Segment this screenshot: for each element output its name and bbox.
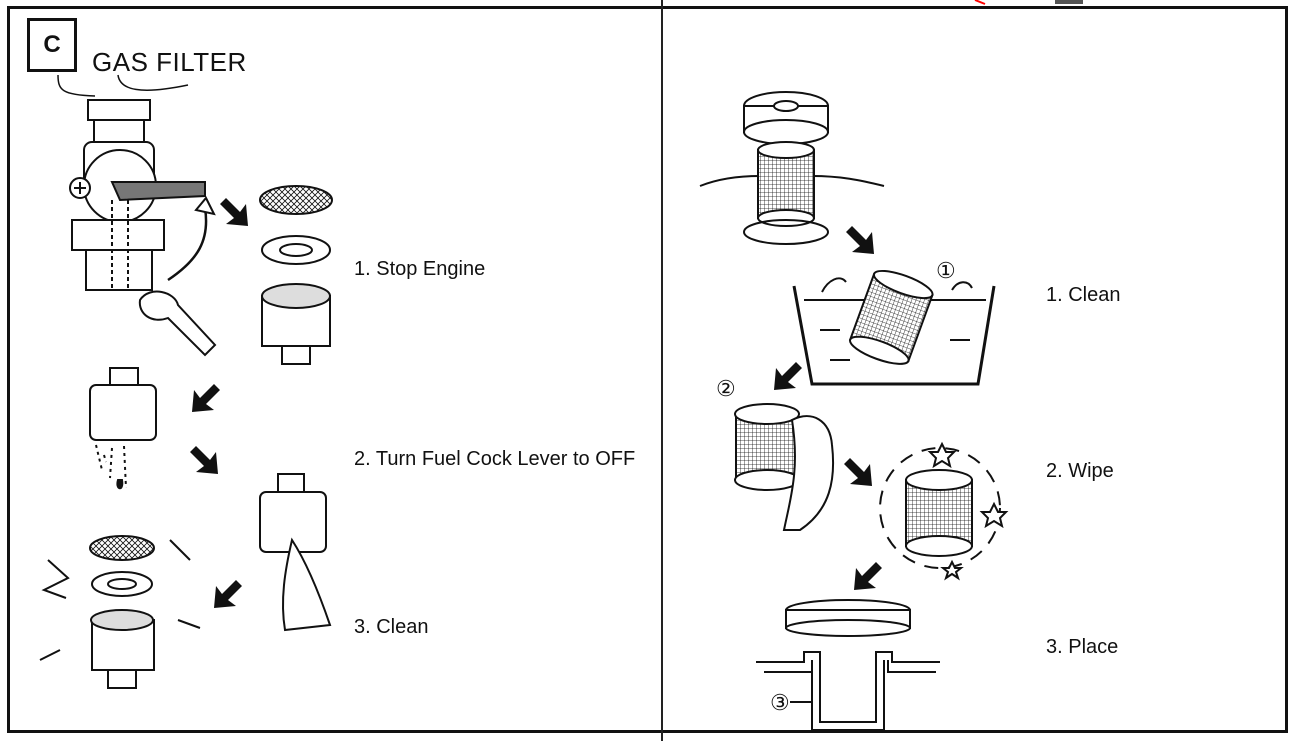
cleaned-parts-drawing xyxy=(39,535,201,689)
top-mark xyxy=(974,0,1083,5)
place-strainer-drawing xyxy=(756,599,940,731)
wrench-drawing xyxy=(138,290,217,357)
clean-strainer-drawing xyxy=(879,441,1009,581)
arrows-right xyxy=(774,226,882,590)
left-step-1: 1. Stop Engine xyxy=(354,258,486,280)
callout-2: ② xyxy=(716,376,736,401)
callout-3: ③ xyxy=(770,690,790,715)
page-title: GAS FILTER xyxy=(92,47,247,77)
right-step-3: 3. Place xyxy=(1046,636,1119,658)
left-step-2: 2. Turn Fuel Cock Lever to OFF xyxy=(354,448,636,470)
filter-bowl-wiping-drawing xyxy=(259,473,332,632)
left-step-3: 3. Clean xyxy=(354,616,429,638)
panel-divider xyxy=(661,0,663,741)
title-callout-lines xyxy=(57,74,189,97)
wipe-strainer-drawing xyxy=(734,403,835,531)
figure-frame xyxy=(7,6,1288,733)
filter-parts-drawing xyxy=(259,185,333,365)
right-step-2: 2. Wipe xyxy=(1046,460,1114,482)
solvent-basin-drawing xyxy=(792,269,996,386)
section-badge: C xyxy=(27,18,77,72)
fuel-cock-valve-drawing xyxy=(69,99,216,291)
right-step-1: 1. Clean xyxy=(1046,284,1121,306)
callout-1: ① xyxy=(936,258,956,283)
arrows-left xyxy=(190,198,248,608)
tank-cap-strainer-drawing xyxy=(699,91,885,245)
filter-bowl-debris-drawing xyxy=(89,367,157,490)
